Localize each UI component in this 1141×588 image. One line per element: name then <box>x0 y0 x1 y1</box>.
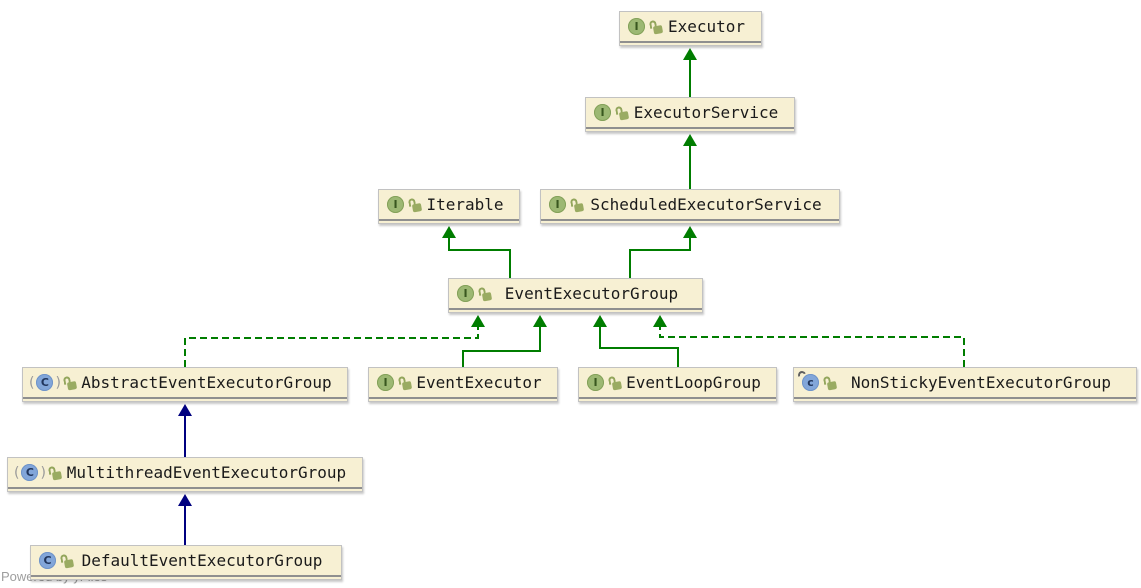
edge-nonstickyeventexecutorgroup-implements-eventexecutorgroup <box>653 315 965 367</box>
lock-icon <box>407 197 423 213</box>
node-label: MultithreadEventExecutorGroup <box>66 463 347 482</box>
lock-icon <box>62 375 78 391</box>
node-icons: C <box>39 552 75 569</box>
node-icons: ( C ) <box>14 464 63 481</box>
lock-icon <box>47 465 63 481</box>
node-executor[interactable]: I Executor <box>619 11 762 46</box>
node-label: NonStickyEventExecutorGroup <box>850 373 1112 392</box>
node-label: EventExecutorGroup <box>504 284 679 303</box>
node-label: DefaultEventExecutorGroup <box>81 551 323 570</box>
node-multithread-event-executor-group[interactable]: ( C ) MultithreadEventExecutorGroup <box>7 457 363 492</box>
node-executor-service[interactable]: I ExecutorService <box>585 97 795 132</box>
node-label: EventLoopGroup <box>626 373 761 392</box>
node-icons: I <box>628 18 664 35</box>
interface-icon: I <box>594 104 611 121</box>
node-scheduled-executor-service[interactable]: I ScheduledExecutorService <box>540 189 840 224</box>
node-event-loop-group[interactable]: I EventLoopGroup <box>578 367 777 402</box>
node-event-executor-group[interactable]: I EventExecutorGroup <box>448 278 703 313</box>
interface-icon: I <box>387 196 404 213</box>
edge-eventexecutor-extends-eventexecutorgroup <box>462 315 547 367</box>
final-class-icon: c <box>796 369 819 391</box>
abstract-class-icon: C <box>36 374 54 391</box>
node-icons: ( C ) <box>29 374 78 391</box>
interface-icon: I <box>587 374 604 391</box>
lock-icon <box>397 375 413 391</box>
interface-icon: I <box>377 374 394 391</box>
edge-eventexecutorgroup-extends-scheduledexecutorservice <box>629 226 697 278</box>
node-event-executor[interactable]: I EventExecutor <box>368 367 558 402</box>
interface-icon: I <box>549 196 566 213</box>
node-non-sticky-event-executor-group[interactable]: c NonStickyEventExecutorGroup <box>793 367 1137 402</box>
abstract-paren-close: ) <box>55 374 61 391</box>
edge-scheduledexecutorservice-extends-executorservice <box>683 134 697 189</box>
interface-icon: I <box>628 18 645 35</box>
edge-multithreadeventexecutorgroup-extends-abstracteventexecutorgroup <box>178 404 192 457</box>
node-label: Iterable <box>426 195 504 214</box>
abstract-paren-open: ( <box>29 374 35 391</box>
node-default-event-executor-group[interactable]: C DefaultEventExecutorGroup <box>30 545 342 580</box>
node-icons: I <box>387 196 423 213</box>
lock-icon <box>477 286 493 302</box>
edge-defaulteventexecutorgroup-extends-multithreadeventexecutorgroup <box>178 494 192 545</box>
abstract-paren-open: ( <box>14 464 20 481</box>
node-icons: I <box>377 374 413 391</box>
abstract-class-icon: C <box>21 464 39 481</box>
edge-abstracteventexecutorgroup-implements-eventexecutorgroup <box>184 315 485 367</box>
interface-icon: I <box>457 285 474 302</box>
node-icons: c <box>796 369 838 391</box>
node-abstract-event-executor-group[interactable]: ( C ) AbstractEventExecutorGroup <box>22 367 348 402</box>
lock-icon <box>648 19 664 35</box>
node-iterable[interactable]: I Iterable <box>378 189 520 224</box>
node-icons: I <box>549 196 585 213</box>
lock-icon <box>822 375 838 391</box>
lock-icon <box>569 197 585 213</box>
abstract-paren-close: ) <box>40 464 46 481</box>
node-label: ScheduledExecutorService <box>590 195 822 214</box>
edge-eventexecutorgroup-extends-iterable <box>442 226 511 278</box>
lock-icon <box>607 375 623 391</box>
node-label: EventExecutor <box>416 373 542 392</box>
node-label: Executor <box>667 17 746 36</box>
edge-eventloopgroup-extends-eventexecutorgroup <box>593 315 679 367</box>
class-icon: C <box>39 552 56 569</box>
node-label: ExecutorService <box>633 103 779 122</box>
node-icons: I <box>587 374 623 391</box>
node-icons: I <box>457 285 493 302</box>
lock-icon <box>614 105 630 121</box>
node-label: AbstractEventExecutorGroup <box>81 373 332 392</box>
lock-icon <box>59 553 75 569</box>
node-icons: I <box>594 104 630 121</box>
edge-executorservice-extends-executor <box>683 48 697 97</box>
